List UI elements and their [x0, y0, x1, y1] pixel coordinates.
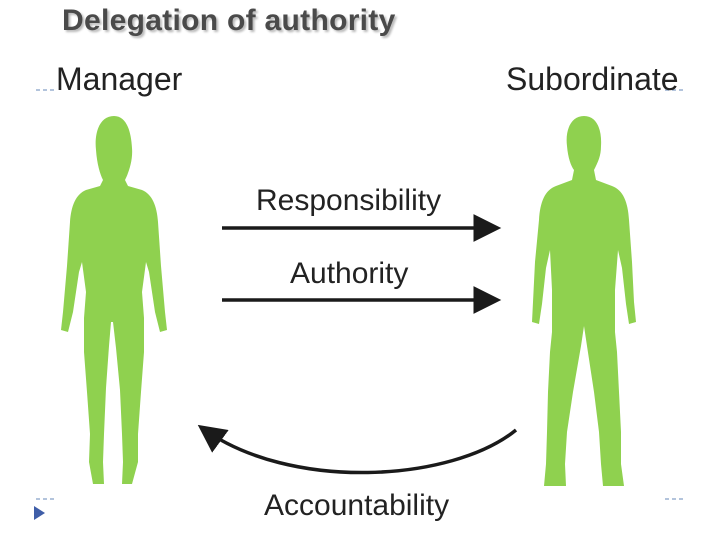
- corner-guides: [36, 89, 686, 500]
- manager-label: Manager: [56, 61, 183, 97]
- slide-title: Delegation of authority: [62, 4, 396, 37]
- play-triangle-icon[interactable]: [34, 506, 45, 520]
- male-silhouette-icon: [532, 116, 636, 486]
- authority-label: Authority: [290, 257, 408, 290]
- accountability-label: Accountability: [264, 489, 449, 522]
- accountability-arrow: [197, 424, 518, 475]
- subordinate-label: Subordinate: [506, 61, 679, 97]
- female-silhouette-icon: [61, 116, 167, 484]
- responsibility-label: Responsibility: [256, 184, 441, 217]
